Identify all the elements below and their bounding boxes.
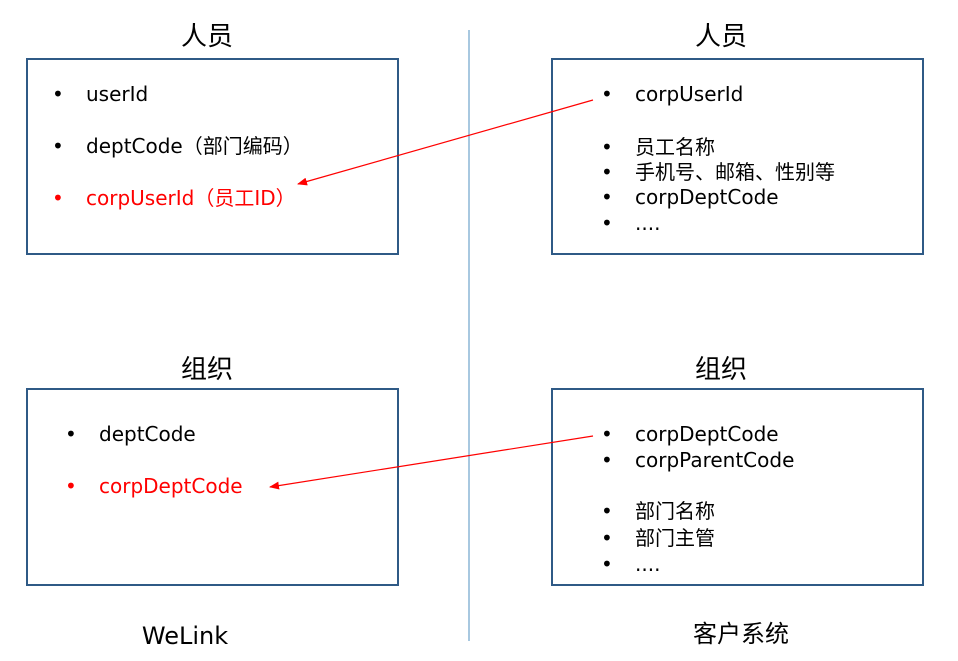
left-person-box bbox=[26, 58, 399, 255]
bullet: • bbox=[601, 448, 613, 472]
bullet: • bbox=[601, 185, 613, 209]
arrow-corpuserid bbox=[297, 99, 594, 186]
bullet: • bbox=[601, 422, 613, 446]
left-footer-welink: WeLink bbox=[141, 622, 229, 650]
right-org-item-deptname: 部门名称 bbox=[635, 499, 715, 523]
bullet: • bbox=[65, 422, 77, 446]
bullet: • bbox=[601, 499, 613, 523]
right-org-box bbox=[551, 388, 924, 586]
right-person-box bbox=[551, 58, 924, 255]
bullet: • bbox=[601, 211, 613, 235]
right-footer-customer-system: 客户系统 bbox=[693, 620, 789, 648]
left-org-item-corpdeptcode: corpDeptCode bbox=[99, 474, 243, 498]
right-org-item-deptmanager: 部门主管 bbox=[635, 526, 715, 550]
right-org-title: 组织 bbox=[694, 355, 747, 385]
bullet: • bbox=[601, 526, 613, 550]
bullet: • bbox=[52, 186, 64, 210]
right-person-item-corpuserid: corpUserId bbox=[635, 82, 744, 106]
left-person-title: 人员 bbox=[180, 22, 233, 52]
right-person-item-corpdeptcode: corpDeptCode bbox=[635, 185, 779, 209]
bullet: • bbox=[601, 135, 613, 159]
bullet: • bbox=[601, 82, 613, 106]
left-org-title: 组织 bbox=[180, 355, 233, 385]
left-org-box bbox=[26, 388, 399, 586]
right-person-title: 人员 bbox=[694, 22, 747, 52]
right-person-item-more: .... bbox=[635, 211, 661, 235]
left-person-item-userid: userId bbox=[86, 82, 149, 106]
bullet: • bbox=[52, 82, 64, 106]
bullet: • bbox=[65, 474, 77, 498]
bullet: • bbox=[601, 552, 613, 576]
bullet: • bbox=[52, 134, 64, 158]
right-person-item-contact: 手机号、邮箱、性别等 bbox=[635, 160, 835, 184]
center-divider bbox=[468, 30, 470, 641]
right-person-item-name: 员工名称 bbox=[635, 135, 715, 159]
left-person-item-corpuserid: corpUserId（员工ID） bbox=[86, 186, 296, 210]
arrow-corpdeptcode bbox=[269, 435, 594, 490]
left-org-item-deptcode: deptCode bbox=[99, 422, 196, 446]
bullet: • bbox=[601, 160, 613, 184]
left-person-item-deptcode: deptCode（部门编码） bbox=[86, 134, 303, 158]
right-org-item-more: .... bbox=[635, 552, 661, 576]
right-org-item-corpparentcode: corpParentCode bbox=[635, 448, 795, 472]
right-org-item-corpdeptcode: corpDeptCode bbox=[635, 422, 779, 446]
